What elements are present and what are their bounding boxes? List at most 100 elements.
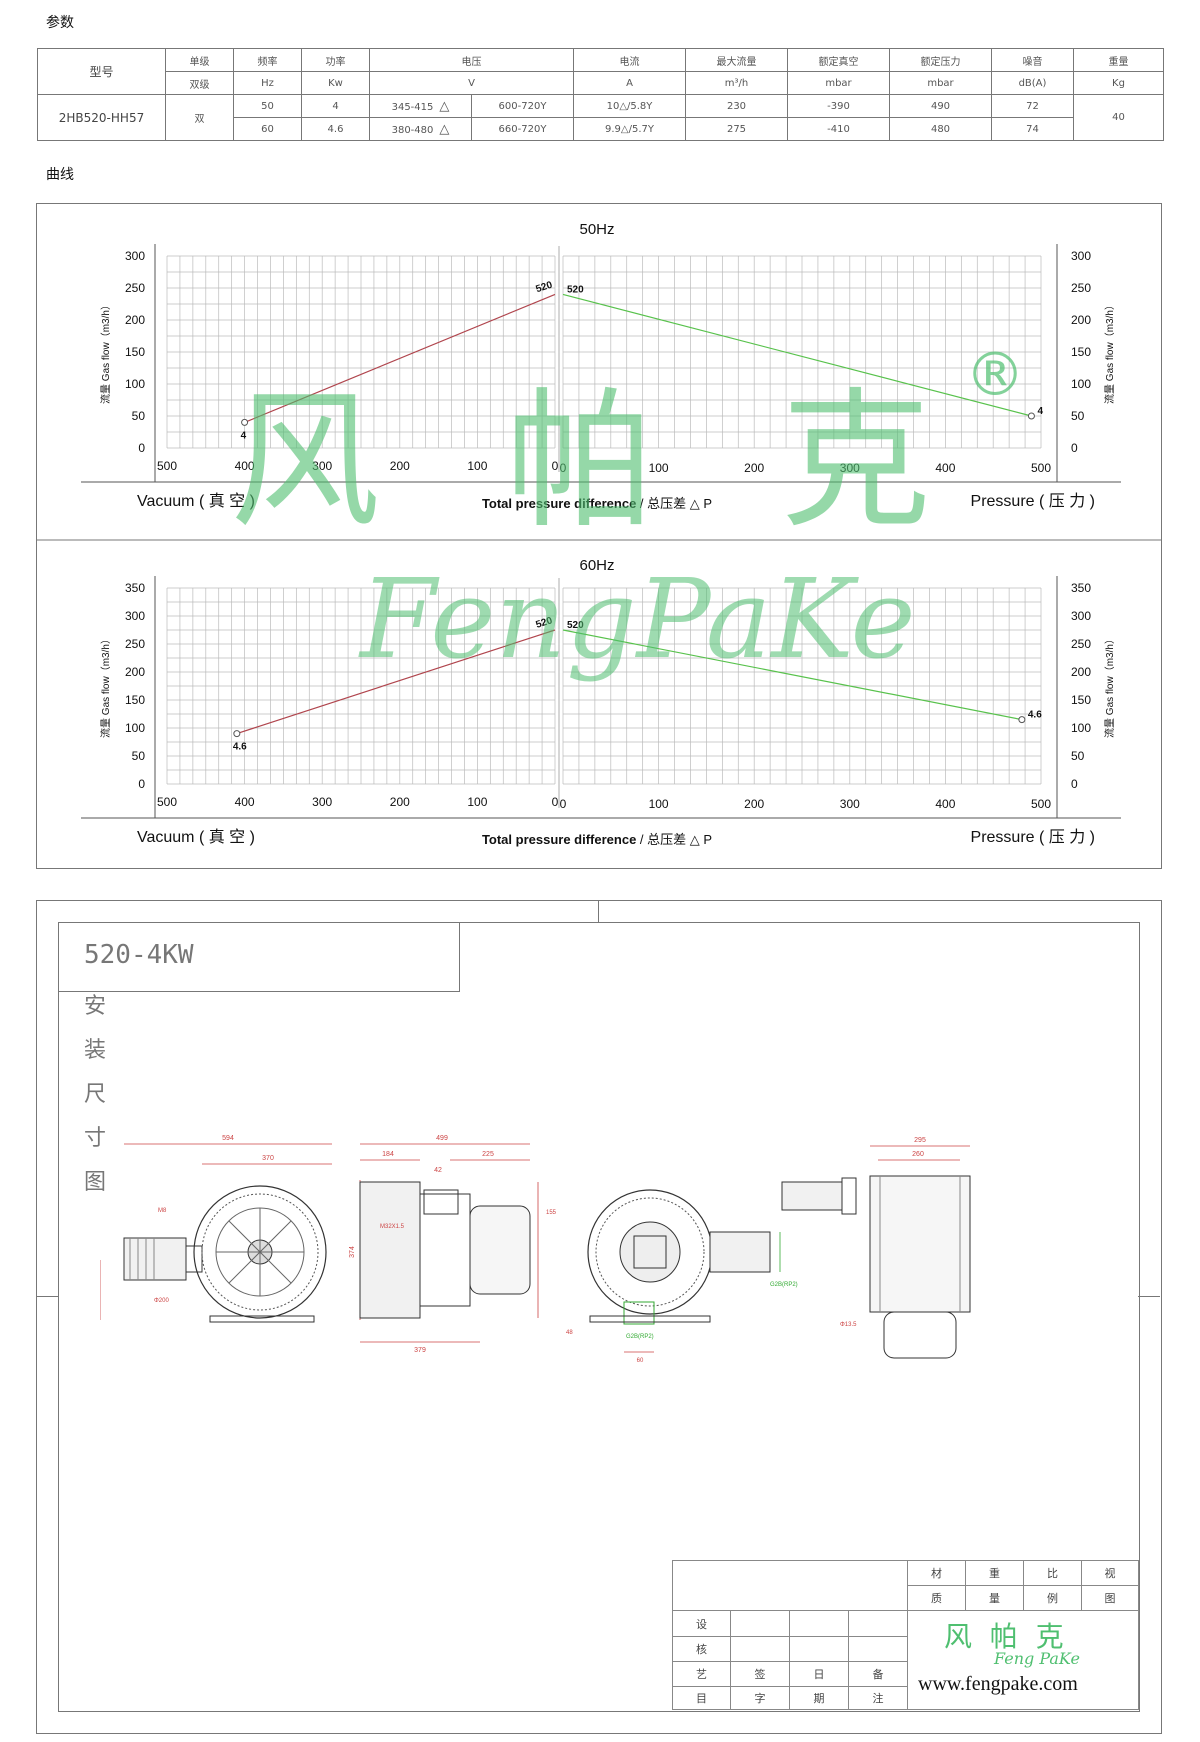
chart-title: 60Hz: [579, 557, 614, 574]
tb-cell: 重: [965, 1559, 1024, 1587]
table-cell: 480: [889, 117, 992, 141]
header-current: 电流: [573, 48, 686, 72]
header-weight: 重量: [1073, 48, 1164, 72]
x-tick-label-pressure: 100: [649, 461, 669, 475]
table-cell: 60: [233, 117, 302, 141]
tb-cell: 字: [730, 1686, 790, 1710]
drawing-left-tick: [36, 1296, 58, 1297]
unit-mbar-vac: mbar: [787, 71, 890, 95]
dim-155: 155: [546, 1210, 557, 1216]
pressure-series-name: 520: [567, 284, 584, 295]
x-tick-label-pressure: 0: [560, 797, 567, 811]
y-tick-label-left: 200: [125, 665, 145, 679]
x-tick-label-vacuum: 100: [467, 795, 487, 809]
vacuum-label: Vacuum ( 真 空 ): [137, 828, 255, 846]
vacuum-series-point: [241, 418, 249, 426]
x-tick-label-pressure: 0: [560, 461, 567, 475]
x-tick-label-vacuum: 300: [312, 795, 332, 809]
x-tick-label-pressure: 200: [744, 461, 764, 475]
dim-48: 48: [566, 1330, 573, 1336]
table-cell: -390: [787, 94, 890, 118]
y-tick-label-right: 250: [1071, 281, 1091, 295]
tb-cell: 艺: [672, 1660, 731, 1688]
tb-cell: [789, 1635, 849, 1662]
vertical-char: 图: [84, 1170, 107, 1195]
y-tick-label-right: 300: [1071, 249, 1091, 263]
tb-cell: 材: [907, 1559, 966, 1587]
x-tick-label-vacuum: 500: [157, 459, 177, 473]
table-cell: -410: [787, 117, 890, 141]
y-tick-label-left: 150: [125, 345, 145, 359]
drawing-right-tick: [1138, 1296, 1160, 1297]
params-heading: 参数: [46, 15, 74, 31]
x-tick-label-vacuum: 200: [390, 795, 410, 809]
drawing-frame-divider: [598, 900, 599, 922]
x-tick-label-pressure: 500: [1031, 461, 1051, 475]
y-tick-label-right: 300: [1071, 609, 1091, 623]
y-axis-title-right: 流量 Gas flow（m3/h）: [1103, 634, 1116, 738]
table-cell: 50: [233, 94, 302, 118]
tb-cell: 质: [907, 1585, 966, 1612]
chart-title: 50Hz: [579, 221, 614, 238]
x-tick-label-pressure: 300: [840, 461, 860, 475]
header-voltage: 电压: [369, 48, 574, 72]
current-star: /5.8Y: [627, 100, 653, 112]
table-cell: 345-415△: [369, 94, 472, 118]
y-tick-label-right: 100: [1071, 377, 1091, 391]
current-delta: 9.9: [605, 123, 621, 135]
website-url[interactable]: www.fengpake.com: [918, 1673, 1078, 1696]
delta-icon: △: [620, 123, 629, 135]
table-cell: 74: [991, 117, 1074, 141]
table-cell: 72: [991, 94, 1074, 118]
header-max-flow: 最大流量: [685, 48, 788, 72]
y-tick-label-right: 350: [1071, 581, 1091, 595]
y-axis-title-left: 流量 Gas flow（m3/h）: [99, 300, 112, 404]
pressure-point-label: 4.6: [1028, 710, 1042, 721]
header-stage: 单级: [165, 48, 234, 72]
dim-379: 379: [414, 1347, 426, 1354]
side-view: 499 184 225 42 M32X1.5 379 155: [359, 1135, 557, 1354]
dim-g2-bottom: G2B(RP2): [626, 1334, 654, 1340]
y-tick-label-right: 100: [1071, 721, 1091, 735]
dim-g2-side: G2B(RP2): [770, 1282, 798, 1288]
pressure-series-line: [562, 293, 1032, 417]
y-tick-label-left: 100: [125, 721, 145, 735]
x-tick-label-pressure: 400: [935, 797, 955, 811]
x-axis-title-bold: Total pressure difference: [482, 832, 636, 847]
tb-cell: 比: [1023, 1559, 1082, 1587]
header-freq: 频率: [233, 48, 302, 72]
x-tick-label-pressure: 400: [935, 461, 955, 475]
pressure-series-line: [562, 629, 1022, 721]
x-tick-label-vacuum: 200: [390, 459, 410, 473]
header-rated-vacuum: 额定真空: [787, 48, 890, 72]
dim-d13-5: Φ13.5: [840, 1322, 857, 1328]
unit-v: V: [369, 71, 574, 95]
unit-flow: m³/h: [685, 71, 788, 95]
dim-60: 60: [637, 1358, 644, 1364]
x-tick-label-vacuum: 400: [235, 795, 255, 809]
vacuum-series-point: [233, 730, 241, 738]
vertical-char: 尺: [84, 1082, 107, 1107]
y-tick-label-right: 50: [1071, 749, 1085, 763]
table-cell: 230: [685, 94, 788, 118]
pressure-series-point: [1027, 412, 1035, 420]
tb-cell: 注: [848, 1686, 908, 1710]
delta-icon: △: [439, 121, 450, 137]
current-delta: 10: [606, 100, 620, 112]
x-tick-label-vacuum: 0: [552, 459, 559, 473]
blower-drawings: 594 370 374 144 M8 Φ200 499 184 225 42: [100, 1135, 971, 1364]
unit-db: dB(A): [991, 71, 1074, 95]
vacuum-point-label: 4: [241, 430, 247, 441]
model-value: 2HB520-HH57: [37, 94, 166, 141]
x-axis-title-bold: Total pressure difference: [482, 496, 636, 511]
vertical-char: 寸: [84, 1126, 107, 1151]
drawing-title-box: [58, 922, 460, 992]
x-tick-label-pressure: 500: [1031, 797, 1051, 811]
table-cell: 10△/5.8Y: [573, 94, 686, 118]
y-tick-label-left: 200: [125, 313, 145, 327]
dim-m8: M8: [158, 1208, 167, 1214]
pressure-label: Pressure ( 压 力 ): [971, 492, 1095, 510]
top-view: 295 260 Φ13.5: [781, 1137, 971, 1359]
x-tick-label-vacuum: 400: [235, 459, 255, 473]
